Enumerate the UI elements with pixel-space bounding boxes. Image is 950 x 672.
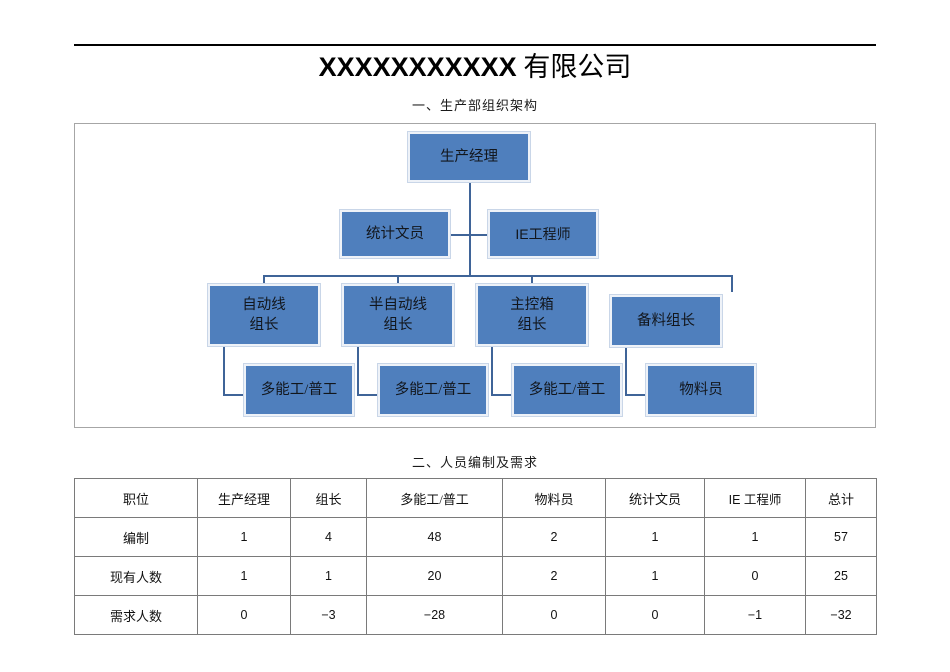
connector-auto-elbow-vertical bbox=[223, 346, 225, 396]
table-header-cell-1: 生产经理 bbox=[197, 478, 291, 518]
section-heading-org: 一、生产部组织架构 bbox=[411, 98, 538, 113]
table-header-cell-6: IE 工程师 bbox=[704, 478, 806, 518]
cell-demand-0: 0 bbox=[197, 595, 291, 635]
org-node-leader-semi-label: 半自动线 组长 bbox=[369, 297, 427, 333]
org-node-worker-panel-label: 多能工/普工 bbox=[528, 382, 606, 398]
cell-demand-1: −3 bbox=[290, 595, 367, 635]
connector-prep-elbow-vertical bbox=[625, 346, 627, 396]
connector-drop-leader-panel bbox=[531, 275, 533, 292]
connector-prep-elbow-horizontal bbox=[625, 394, 647, 396]
page-title-cn: 有限公司 bbox=[516, 52, 632, 82]
table-row: 需求人数 0 −3 −28 0 0 −1 −32 bbox=[74, 595, 877, 635]
table-header-row: 职位 生产经理 组长 多能工/普工 物料员 统计文员 IE 工程师 总计 bbox=[74, 478, 877, 518]
cell-demand-2: −28 bbox=[366, 595, 503, 635]
cell-demand-3: 0 bbox=[502, 595, 606, 635]
table-row: 编制 1 4 48 2 1 1 57 bbox=[74, 517, 877, 557]
cell-demand-6: −32 bbox=[805, 595, 877, 635]
cell-current-1: 1 bbox=[290, 556, 367, 596]
document-title-bar: XXXXXXXXXXX 有限公司 bbox=[74, 44, 876, 84]
org-node-leader-panel[interactable]: 主控箱 组长 bbox=[475, 283, 589, 347]
cell-establishment-1: 4 bbox=[290, 517, 367, 557]
table-header-cell-7: 总计 bbox=[805, 478, 877, 518]
cell-establishment-5: 1 bbox=[704, 517, 806, 557]
org-node-manager[interactable]: 生产经理 bbox=[407, 131, 531, 183]
page-title-latin: XXXXXXXXXXX bbox=[318, 52, 517, 82]
row-label-current: 现有人数 bbox=[74, 556, 198, 596]
cell-establishment-0: 1 bbox=[197, 517, 291, 557]
connector-semi-elbow-horizontal bbox=[357, 394, 379, 396]
org-node-worker-semi[interactable]: 多能工/普工 bbox=[377, 363, 489, 417]
staffing-table: 职位 生产经理 组长 多能工/普工 物料员 统计文员 IE 工程师 总计 编制 … bbox=[74, 478, 877, 635]
cell-current-4: 1 bbox=[605, 556, 705, 596]
connector-panel-elbow-vertical bbox=[491, 346, 493, 396]
org-chart-frame: 生产经理 统计文员 IE工程师 自动线 组长 半自动线 组长 主控箱 组长 备料… bbox=[74, 123, 876, 428]
cell-demand-5: −1 bbox=[704, 595, 806, 635]
page-title: XXXXXXXXXXX 有限公司 bbox=[74, 46, 876, 84]
connector-spine-vertical bbox=[469, 234, 471, 276]
cell-demand-4: 0 bbox=[605, 595, 705, 635]
org-node-ie-engineer-label: IE工程师 bbox=[515, 226, 571, 242]
connector-auto-elbow-horizontal bbox=[223, 394, 245, 396]
org-node-leader-auto[interactable]: 自动线 组长 bbox=[207, 283, 321, 347]
table-header-cell-0: 职位 bbox=[74, 478, 198, 518]
org-node-worker-auto[interactable]: 多能工/普工 bbox=[243, 363, 355, 417]
cell-current-5: 0 bbox=[704, 556, 806, 596]
section-heading-table: 二、人员编制及需求 bbox=[411, 455, 538, 470]
org-node-clerk-label: 统计文员 bbox=[366, 226, 424, 242]
org-node-leader-auto-label: 自动线 组长 bbox=[242, 297, 286, 333]
org-node-ie-engineer[interactable]: IE工程师 bbox=[487, 209, 599, 259]
cell-current-2: 20 bbox=[366, 556, 503, 596]
cell-current-0: 1 bbox=[197, 556, 291, 596]
cell-establishment-2: 48 bbox=[366, 517, 503, 557]
connector-drop-leader-semi bbox=[397, 275, 399, 292]
connector-semi-elbow-vertical bbox=[357, 346, 359, 396]
table-header-cell-2: 组长 bbox=[290, 478, 367, 518]
connector-manager-vertical bbox=[469, 182, 471, 234]
org-node-manager-label: 生产经理 bbox=[440, 149, 498, 165]
connector-leaders-bus bbox=[263, 275, 733, 277]
org-node-worker-panel[interactable]: 多能工/普工 bbox=[511, 363, 623, 417]
cell-establishment-3: 2 bbox=[502, 517, 606, 557]
org-node-material-clerk[interactable]: 物料员 bbox=[645, 363, 757, 417]
cell-establishment-6: 57 bbox=[805, 517, 877, 557]
org-chart-canvas: 生产经理 统计文员 IE工程师 自动线 组长 半自动线 组长 主控箱 组长 备料… bbox=[75, 124, 877, 429]
org-node-clerk[interactable]: 统计文员 bbox=[339, 209, 451, 259]
cell-establishment-4: 1 bbox=[605, 517, 705, 557]
cell-current-6: 25 bbox=[805, 556, 877, 596]
connector-drop-leader-auto bbox=[263, 275, 265, 292]
table-header-cell-3: 多能工/普工 bbox=[366, 478, 503, 518]
org-node-leader-panel-label: 主控箱 组长 bbox=[510, 297, 554, 333]
staffing-table-body: 职位 生产经理 组长 多能工/普工 物料员 统计文员 IE 工程师 总计 编制 … bbox=[74, 478, 877, 635]
connector-drop-leader-prep bbox=[731, 275, 733, 292]
table-header-cell-5: 统计文员 bbox=[605, 478, 705, 518]
cell-current-3: 2 bbox=[502, 556, 606, 596]
row-label-demand: 需求人数 bbox=[74, 595, 198, 635]
table-row: 现有人数 1 1 20 2 1 0 25 bbox=[74, 556, 877, 596]
org-node-worker-semi-label: 多能工/普工 bbox=[394, 382, 472, 398]
org-node-material-clerk-label: 物料员 bbox=[679, 382, 723, 398]
row-label-establishment: 编制 bbox=[74, 517, 198, 557]
org-node-leader-prep-label: 备料组长 bbox=[637, 313, 695, 329]
org-node-worker-auto-label: 多能工/普工 bbox=[260, 382, 338, 398]
org-node-leader-prep[interactable]: 备料组长 bbox=[609, 294, 723, 348]
table-header-cell-4: 物料员 bbox=[502, 478, 606, 518]
org-node-leader-semi[interactable]: 半自动线 组长 bbox=[341, 283, 455, 347]
connector-panel-elbow-horizontal bbox=[491, 394, 513, 396]
